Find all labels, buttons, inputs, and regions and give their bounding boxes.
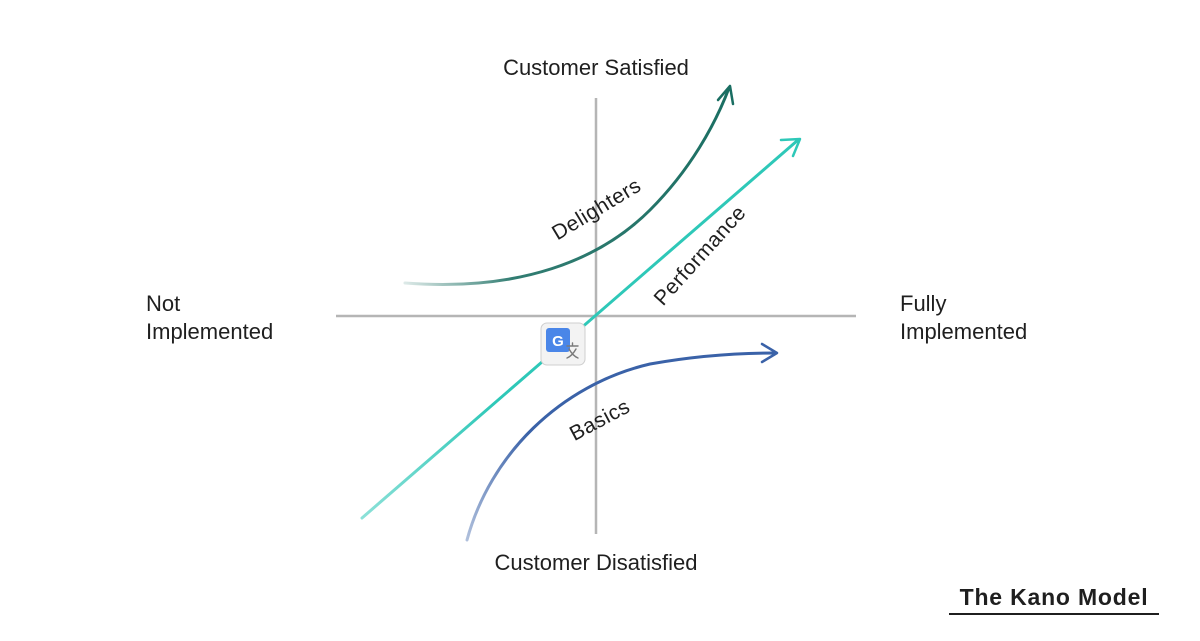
basics-label: Basics	[566, 395, 634, 446]
right-axis-label-line2: Implemented	[900, 319, 1027, 344]
left-axis-label-line2: Implemented	[146, 319, 273, 344]
basics-curve	[465, 351, 777, 542]
model-title: The Kano Model	[960, 584, 1149, 610]
left-axis-label-line1: Not	[146, 291, 180, 316]
translate-badge-letter: G	[552, 333, 564, 350]
delighters-arrowhead	[716, 84, 735, 106]
bottom-axis-label: Customer Disatisfied	[495, 550, 698, 575]
top-axis-label: Customer Satisfied	[503, 55, 689, 80]
basics-arrowhead	[760, 342, 779, 364]
google-translate-icon[interactable]: G	[540, 322, 586, 366]
right-axis-label-line1: Fully	[900, 291, 946, 316]
delighters-curve	[403, 86, 731, 287]
performance-arrowhead	[779, 137, 802, 158]
